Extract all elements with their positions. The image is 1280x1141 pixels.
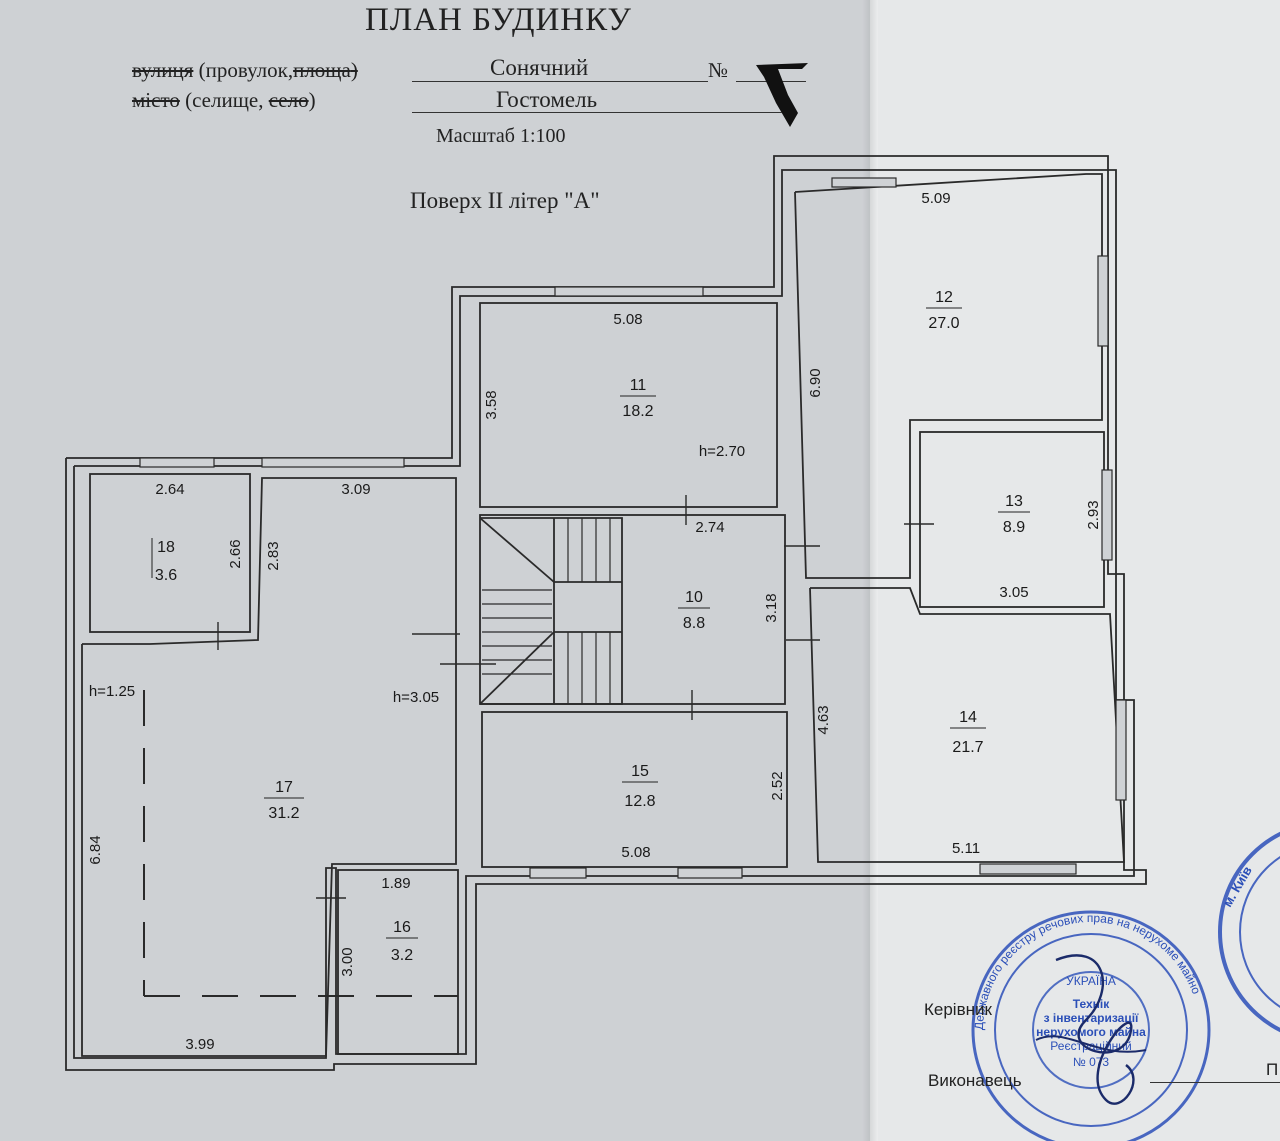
dim-room17-upper-depth: 2.83: [265, 541, 282, 570]
street-label-struck-street: вулиця: [132, 58, 194, 82]
executor-signature-line: [1150, 1082, 1280, 1083]
room-15-outline: [481, 711, 788, 868]
room-10-area: 8.8: [683, 615, 705, 632]
stamp-center-line-1: Технік: [1073, 997, 1111, 1011]
room-18-area: 3.6: [155, 567, 177, 584]
room-17-area: 31.2: [268, 805, 299, 822]
partial-stamp: м. Київ: [1218, 831, 1280, 1033]
dim-room18-width: 2.64: [155, 481, 184, 498]
dim-room11-width: 5.08: [613, 311, 642, 328]
city-label-struck-village: село: [268, 88, 309, 112]
room-15-number: 15: [631, 763, 649, 780]
room-17-outline: [81, 477, 457, 1057]
room-13-number: 13: [1005, 493, 1023, 510]
door-marks: [217, 495, 934, 899]
number-label: №: [708, 58, 729, 82]
paper-right-sheet: [870, 0, 1280, 1141]
city-label: місто (селище, село): [132, 88, 316, 113]
height-room17-low: h=1.25: [89, 683, 135, 700]
room-17-number: 17: [275, 779, 293, 796]
room-16-area: 3.2: [391, 947, 413, 964]
street-label-close: ): [350, 58, 358, 82]
room-15-area: 12.8: [624, 793, 655, 810]
city-underline: [412, 112, 782, 113]
scale-label: Масштаб 1:100: [436, 125, 566, 147]
floor-label: Поверх ІІ літер "А": [410, 188, 600, 213]
room-12-number: 12: [935, 289, 953, 306]
paper-fold: [862, 0, 878, 1141]
street-underline: [412, 81, 708, 82]
stair-diagonal-lower: [479, 631, 555, 705]
dim-room15-depth: 2.52: [769, 771, 786, 800]
dim-room14-depth: 4.63: [815, 705, 832, 734]
stamp-country: УКРАЇНА: [1066, 974, 1116, 988]
signature-scribble: [1055, 954, 1135, 1105]
room-11-area: 18.2: [622, 403, 653, 420]
dim-room16-width: 1.89: [381, 875, 410, 892]
dim-room17-depth: 6.84: [87, 835, 104, 864]
room-11-outline: [479, 302, 778, 508]
room-11-number: 11: [630, 377, 647, 394]
executor-signature-label: Виконавець: [928, 1071, 1022, 1090]
stamp-center-line-5: № 073: [1073, 1055, 1110, 1069]
head-signature-label: Керівник: [924, 1000, 992, 1019]
windows: [139, 177, 1127, 879]
dim-room17-upper-width: 3.09: [341, 481, 370, 498]
stamp-center-line-2: з інвентаризації: [1044, 1011, 1139, 1025]
city-value: Гостомель: [496, 87, 598, 112]
dim-room14-width: 5.11: [952, 840, 980, 857]
dim-room12-depth: 6.90: [807, 368, 824, 397]
room-10-outline: [479, 514, 786, 705]
partial-stamp-text: м. Київ: [1220, 864, 1255, 910]
official-stamp: Державного реєстру речових прав на нерух…: [971, 910, 1211, 1141]
dim-room12-width: 5.09: [921, 190, 950, 207]
stair-outline: [480, 517, 623, 705]
room-13-area: 8.9: [1003, 519, 1025, 536]
dim-room13-depth: 2.93: [1085, 500, 1102, 529]
height-room11: h=2.70: [699, 443, 745, 460]
room-12-area: 27.0: [928, 315, 959, 332]
low-ceiling-line: [143, 690, 458, 997]
right-partial-letter: П: [1266, 1060, 1279, 1079]
city-label-struck-city: місто: [132, 88, 180, 112]
room-14-area: 21.7: [952, 739, 983, 756]
street-value: Сонячний: [490, 55, 589, 80]
dim-room11-depth: 3.58: [483, 390, 500, 419]
number-redaction-mark: [756, 63, 808, 127]
street-label: вулиця (провулок,площа): [132, 58, 358, 83]
street-label-struck-square: площа: [293, 58, 351, 82]
room-16-number: 16: [393, 919, 411, 936]
document-title: ПЛАН БУДИНКУ: [365, 2, 632, 38]
dim-room10-depth: 3.18: [763, 593, 780, 622]
room-18-outline: [89, 473, 251, 633]
room-14-outline: [809, 587, 1125, 863]
height-room17: h=3.05: [393, 689, 439, 706]
room-12-outline: [794, 173, 1103, 579]
dim-room18-depth: 2.66: [227, 539, 244, 568]
dim-room17-width: 3.99: [185, 1036, 214, 1053]
room-18-number: 18: [157, 539, 175, 556]
stair-treads: [482, 518, 611, 704]
room-10-number: 10: [685, 589, 703, 606]
city-label-close: ): [308, 88, 316, 112]
dim-room15-width: 5.08: [621, 844, 650, 861]
dim-room10-width: 2.74: [695, 519, 724, 536]
street-label-lane: (провулок,: [193, 58, 294, 82]
room-14-number: 14: [959, 709, 977, 726]
city-label-settlement: (селище,: [179, 88, 269, 112]
room-16-outline: [337, 869, 459, 1055]
dim-room13-width: 3.05: [999, 584, 1028, 601]
dim-room16-depth: 3.00: [339, 947, 356, 976]
stair-diagonal-upper: [479, 517, 555, 583]
